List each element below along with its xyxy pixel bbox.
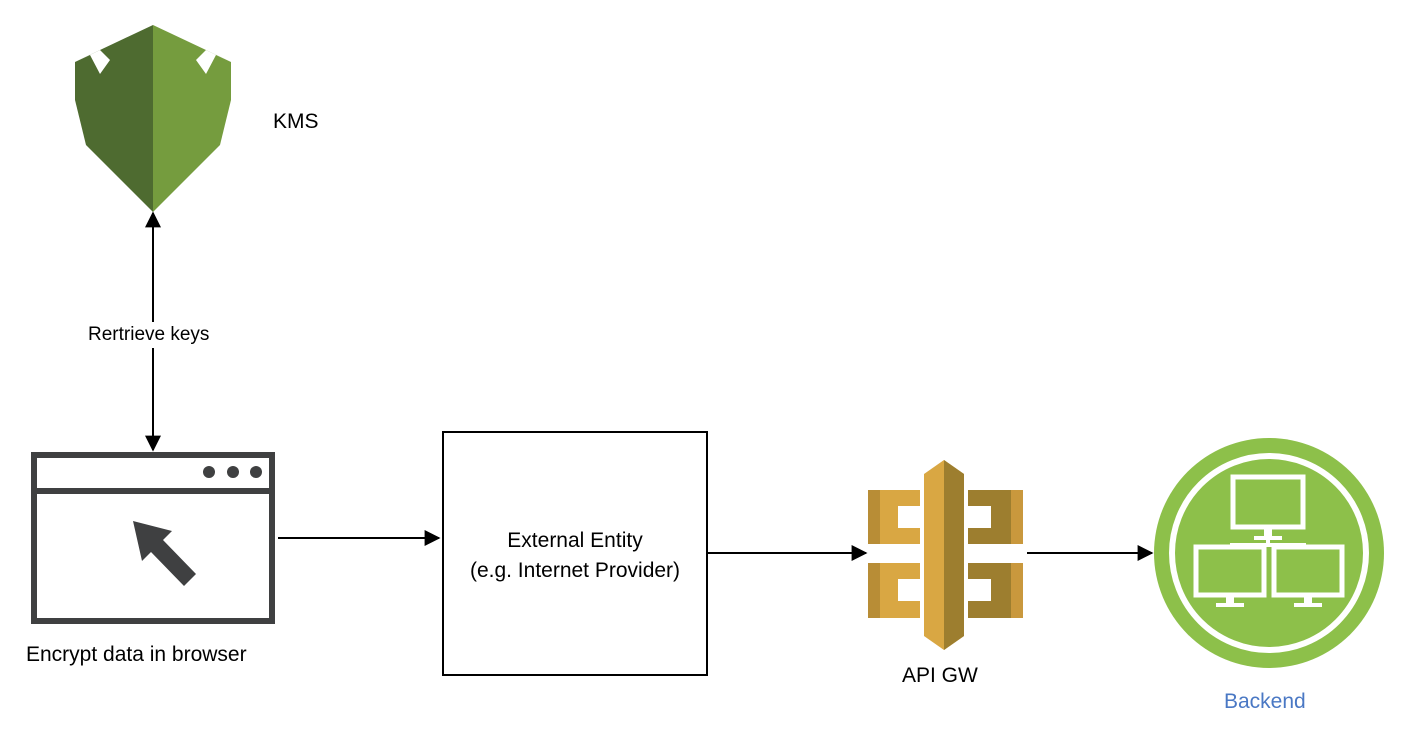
browser-label: Encrypt data in browser	[26, 643, 247, 666]
external-entity-line1: External Entity	[507, 529, 643, 552]
external-entity-label: External Entity (e.g. Internet Provider)	[443, 526, 707, 586]
kms-label: KMS	[273, 110, 319, 133]
external-entity-box	[442, 431, 708, 676]
edge-label-retrieve-keys: Rertrieve keys	[84, 322, 214, 348]
browser-window-icon	[31, 452, 275, 624]
cursor-icon	[133, 521, 196, 586]
network-computers-icon	[1154, 438, 1384, 668]
kms-icon	[75, 25, 231, 212]
api-gateway-icon	[868, 460, 1023, 650]
api-gateway-label: API GW	[902, 664, 978, 687]
backend-label: Backend	[1224, 690, 1306, 713]
external-entity-line2: (e.g. Internet Provider)	[469, 559, 681, 582]
